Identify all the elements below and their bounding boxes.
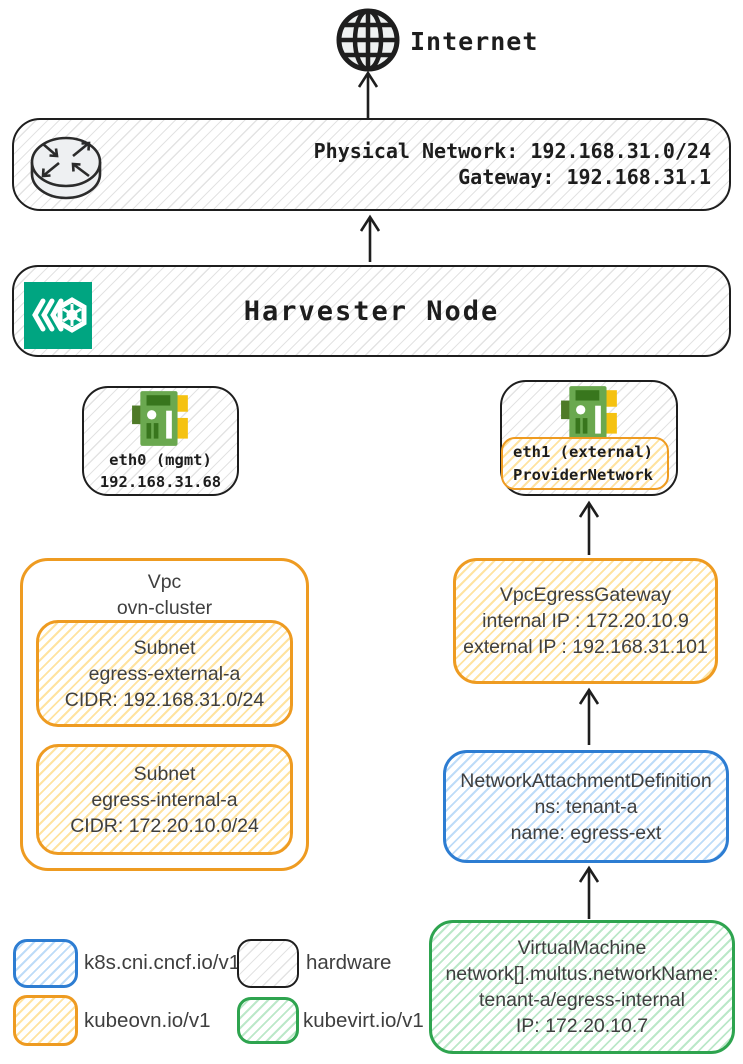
legend-swatch-kubevirt bbox=[237, 997, 299, 1044]
subnet-egress-internal-box: Subnet egress-internal-a CIDR: 172.20.10… bbox=[36, 744, 293, 855]
vpc-egress-gateway-internal-ip: internal IP : 172.20.10.9 bbox=[482, 610, 689, 632]
nad-namespace: ns: tenant-a bbox=[534, 795, 638, 818]
physical-network-text: Physical Network: 192.168.31.0/24 Gatewa… bbox=[314, 138, 711, 190]
physical-network-box: Physical Network: 192.168.31.0/24 Gatewa… bbox=[12, 118, 731, 211]
subnet-egress-external-box: Subnet egress-external-a CIDR: 192.168.3… bbox=[36, 620, 293, 727]
nic-icon-eth0 bbox=[130, 391, 192, 449]
subnet-name: egress-internal-a bbox=[91, 788, 238, 811]
arrow-vm-to-nad bbox=[574, 865, 604, 921]
physical-network-cidr: Physical Network: 192.168.31.0/24 bbox=[313, 139, 711, 163]
physical-network-gateway: Gateway: 192.168.31.1 bbox=[458, 165, 711, 189]
eth1-provider-network-box: eth1 (external) ProviderNetwork bbox=[501, 437, 669, 490]
vpc-kind: Vpc bbox=[147, 571, 182, 593]
internet-label: Internet bbox=[410, 27, 539, 56]
legend-swatch-hardware bbox=[237, 939, 299, 988]
legend-label-k8s-cni: k8s.cni.cncf.io/v1 bbox=[84, 951, 241, 974]
arrow-physical-to-internet bbox=[353, 70, 383, 120]
eth1-box: eth1 (external) ProviderNetwork bbox=[500, 380, 678, 496]
eth1-network: ProviderNetwork bbox=[513, 466, 653, 484]
harvester-logo-icon bbox=[24, 282, 92, 349]
legend-swatch-k8s-cni bbox=[13, 939, 78, 988]
vpc-name: ovn-cluster bbox=[116, 597, 213, 619]
vm-network-key: network[].multus.networkName: bbox=[445, 963, 719, 985]
subnet-name: egress-external-a bbox=[88, 662, 241, 685]
subnet-cidr: CIDR: 192.168.31.0/24 bbox=[64, 688, 265, 711]
eth1-name: eth1 (external) bbox=[513, 443, 653, 461]
legend-label-kubevirt: kubevirt.io/v1 bbox=[303, 1009, 424, 1032]
nad-kind: NetworkAttachmentDefinition bbox=[460, 769, 712, 792]
eth0-box: eth0 (mgmt) 192.168.31.68 bbox=[82, 386, 239, 496]
internet-globe-icon bbox=[332, 6, 404, 74]
virtual-machine-box: VirtualMachine network[].multus.networkN… bbox=[429, 920, 735, 1054]
vpc-egress-gateway-box: VpcEgressGateway internal IP : 172.20.10… bbox=[453, 558, 718, 684]
legend-label-kubeovn: kubeovn.io/v1 bbox=[84, 1009, 211, 1032]
subnet-kind: Subnet bbox=[133, 762, 196, 785]
subnet-kind: Subnet bbox=[133, 636, 196, 659]
vpc-egress-gateway-kind: VpcEgressGateway bbox=[499, 584, 672, 606]
harvester-node-label: Harvester Node bbox=[243, 296, 500, 327]
vm-ip: IP: 172.20.10.7 bbox=[515, 1015, 649, 1037]
nic-icon-eth1 bbox=[559, 386, 621, 444]
vpc-box: Vpc ovn-cluster Subnet egress-external-a… bbox=[20, 558, 309, 871]
vpc-egress-gateway-external-ip: external IP : 192.168.31.101 bbox=[463, 636, 708, 658]
vm-kind: VirtualMachine bbox=[517, 937, 647, 959]
eth0-name: eth0 (mgmt) bbox=[109, 451, 212, 469]
eth0-ip: 192.168.31.68 bbox=[99, 473, 222, 491]
vm-network-value: tenant-a/egress-internal bbox=[479, 989, 685, 1011]
arrow-gateway-to-eth1 bbox=[574, 500, 604, 557]
subnet-cidr: CIDR: 172.20.10.0/24 bbox=[70, 814, 259, 837]
legend-label-hardware: hardware bbox=[306, 951, 392, 974]
legend-swatch-kubeovn bbox=[13, 995, 78, 1046]
arrow-harvester-to-physical bbox=[355, 214, 385, 264]
router-icon bbox=[26, 130, 106, 204]
arrow-nad-to-gateway bbox=[574, 687, 604, 747]
nad-name: name: egress-ext bbox=[510, 821, 662, 844]
network-attachment-definition-box: NetworkAttachmentDefinition ns: tenant-a… bbox=[443, 750, 729, 863]
harvester-node-box: Harvester Node bbox=[12, 265, 731, 357]
